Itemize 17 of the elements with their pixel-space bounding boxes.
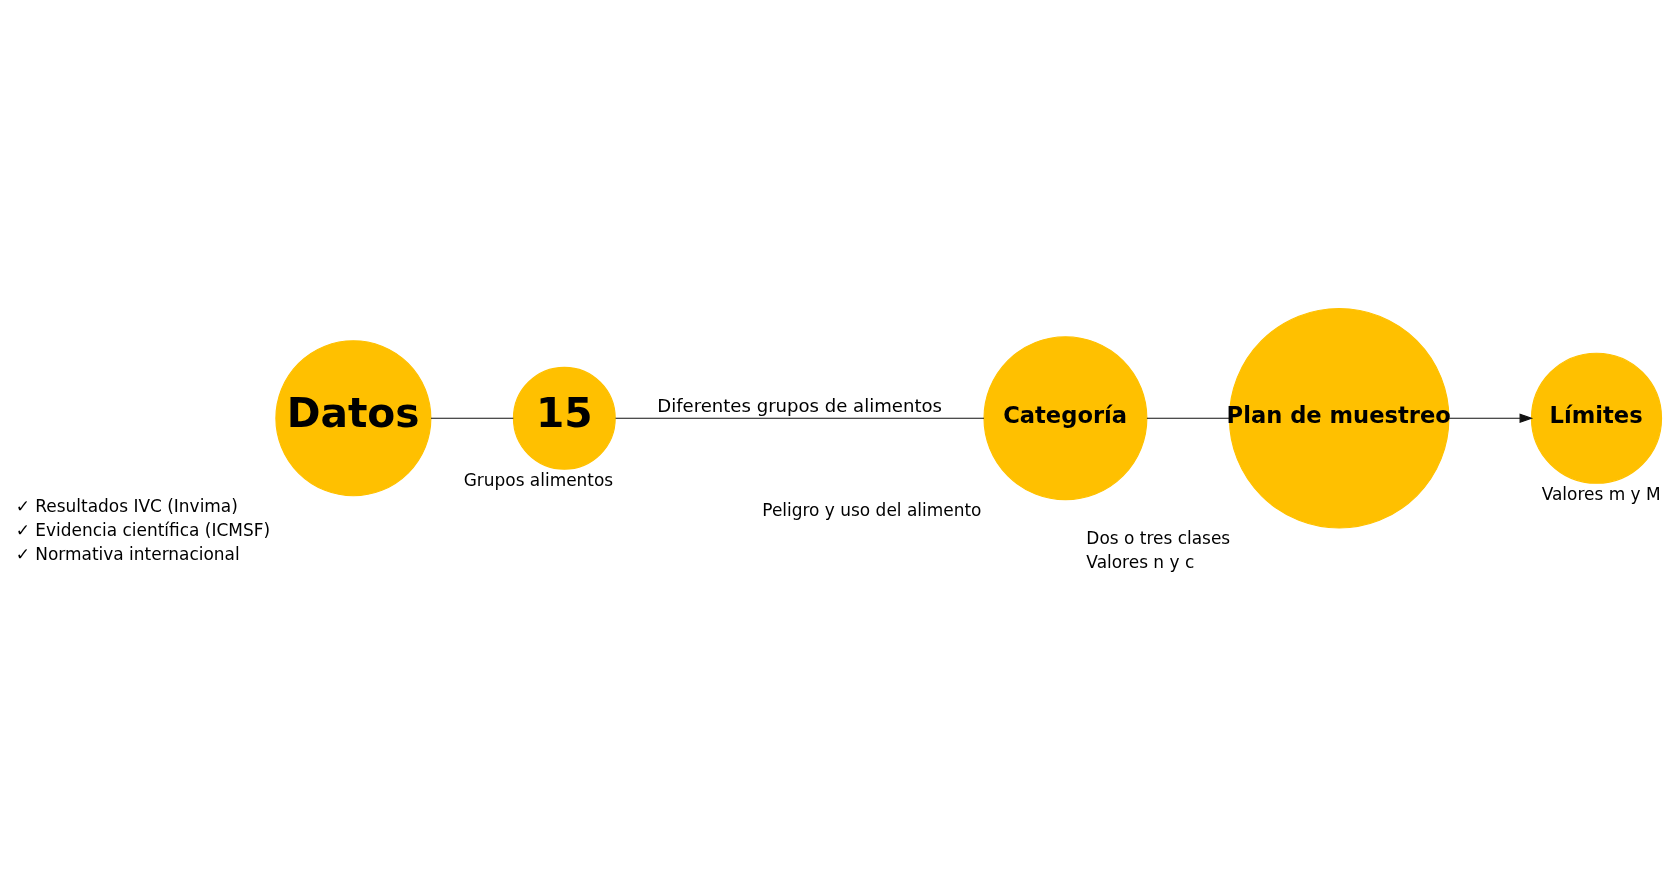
connector <box>1146 417 1230 419</box>
node-label: Valores n y c <box>1086 551 1195 572</box>
node-label: Valores m y M <box>1541 483 1661 504</box>
edge-label: Diferentes grupos de alimentos <box>657 395 942 417</box>
node-label: Peligro y uso del alimento <box>762 500 982 521</box>
node-label: ✓ Evidencia científica (ICMSF) <box>15 519 271 540</box>
connector <box>615 417 985 419</box>
node-circle: Datos <box>275 340 432 497</box>
connector <box>430 417 514 419</box>
arrow <box>1448 413 1534 423</box>
node-circle: Categoría <box>983 336 1148 501</box>
node-circle: Límites <box>1530 352 1663 484</box>
node-label: Dos o tres clases <box>1086 527 1231 548</box>
node-label: ✓ Resultados IVC (Invima) <box>15 496 238 517</box>
node-circle: 15 <box>512 366 616 470</box>
node-label: ✓ Normativa internacional <box>15 543 240 564</box>
node-label: Grupos alimentos <box>463 469 614 490</box>
